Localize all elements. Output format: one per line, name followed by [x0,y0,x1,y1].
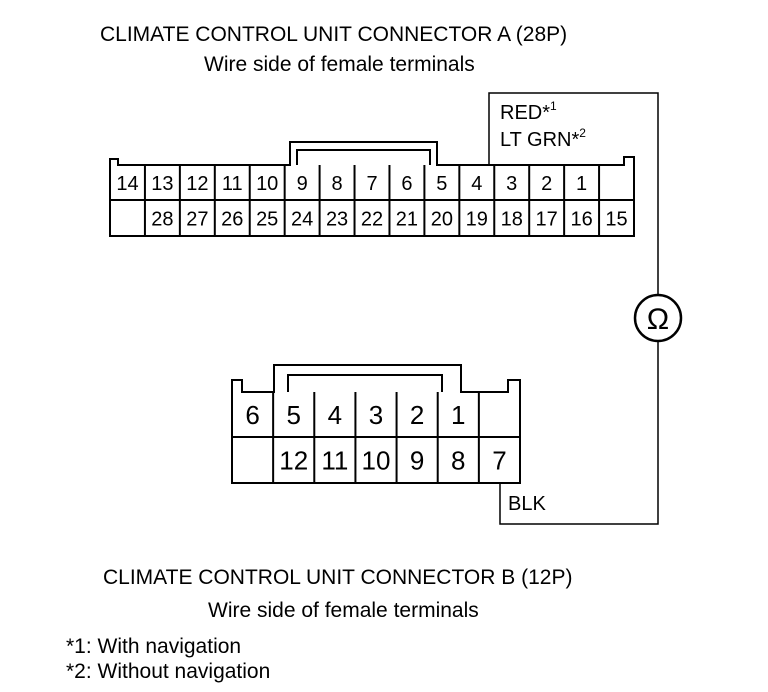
probe-leads [488,92,659,525]
connector-a-terminal-5: 5 [436,173,447,195]
connector-a-terminal-23: 23 [326,208,348,230]
connector-b-subtitle: Wire side of female terminals [208,599,479,622]
connector-b-housing [231,364,521,484]
connector-a-terminal-11: 11 [222,173,243,195]
connector-a-terminal-4: 4 [471,173,482,195]
connector-a-terminal-21: 21 [396,208,418,230]
connector-a-terminal-2: 2 [541,173,552,195]
lead-to-terminal-a4 [488,92,659,295]
connector-a-terminal-15: 15 [605,208,627,230]
connector-b-terminal-2: 2 [410,400,424,430]
lead-to-terminal-b7 [499,341,659,525]
connector-b-terminal-11: 11 [321,446,348,476]
connector-a-terminal-27: 27 [186,208,208,230]
note-with-navigation: *1: With navigation [66,635,242,658]
connector-a-terminal-19: 19 [466,208,488,230]
wire-label-blk: BLK [508,493,546,515]
connector-a-terminal-16: 16 [570,208,592,230]
connector-a-terminal-26: 26 [221,208,243,230]
connector-a-terminal-10: 10 [256,173,278,195]
connector-a-terminal-24: 24 [291,208,313,230]
connector-a-terminal-25: 25 [256,208,278,230]
note-without-navigation: *2: Without navigation [66,660,271,683]
connector-b-terminal-7: 7 [492,446,506,476]
connector-b-terminal-3: 3 [369,400,383,430]
connector-a-terminal-13: 13 [151,173,173,195]
connector-b-terminal-8: 8 [451,446,465,476]
connector-b-terminal-5: 5 [286,400,300,430]
connector-b-terminal-12: 12 [279,446,308,476]
connector-a-terminal-18: 18 [501,208,523,230]
connector-a-terminal-22: 22 [361,208,383,230]
connector-a-subtitle: Wire side of female terminals [204,53,475,76]
connector-b-terminal-6: 6 [245,400,259,430]
connector-a-housing [109,141,635,237]
connector-a-terminal-12: 12 [186,173,208,195]
connector-a-terminal-1: 1 [576,173,587,195]
connector-a-terminal-14: 14 [116,173,138,195]
ohm-symbol: Ω [647,303,669,336]
connector-b-terminal-10: 10 [362,446,391,476]
connector-a-terminal-9: 9 [297,173,308,195]
connector-b-terminal-1: 1 [451,400,465,430]
connector-a-terminal-17: 17 [536,208,558,230]
connector-a-terminal-28: 28 [151,208,173,230]
ohmmeter-icon: Ω [633,293,683,343]
connector-a-terminal-3: 3 [506,173,517,195]
connector-a-terminal-7: 7 [366,173,377,195]
wire-label-red: RED*1 [500,99,557,124]
wire-label-lt-grn: LT GRN*2 [500,126,586,151]
connector-b-terminal-9: 9 [410,446,424,476]
connector-a-terminal-6: 6 [401,173,412,195]
connector-a-terminal-20: 20 [431,208,453,230]
connector-b-terminal-4: 4 [328,400,342,430]
connector-a-title: CLIMATE CONTROL UNIT CONNECTOR A (28P) [100,23,568,46]
connector-b-title: CLIMATE CONTROL UNIT CONNECTOR B (12P) [103,566,573,589]
connector-a-terminal-8: 8 [332,173,343,195]
